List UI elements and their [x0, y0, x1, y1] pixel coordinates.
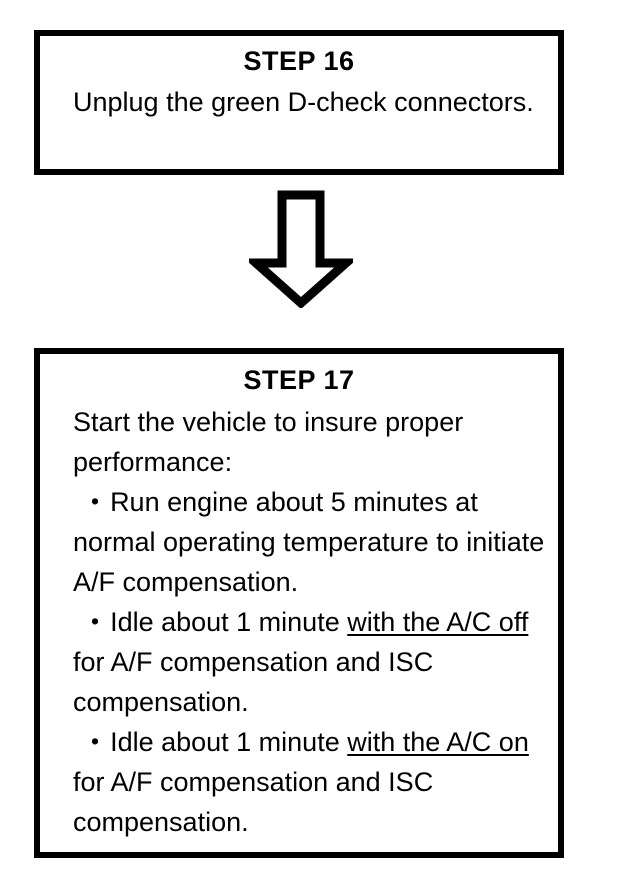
step-box-step-17: STEP 17 Start the vehicle to insure prop…	[34, 348, 564, 858]
bullet-3-text-after: for A/F compensation and ISC compensatio…	[73, 767, 434, 837]
step-17-intro-paragraph: Start the vehicle to insure proper perfo…	[73, 407, 464, 477]
bullet-2-text-after: for A/F compensation and ISC compensatio…	[73, 647, 434, 717]
step-title-step-17: STEP 17	[243, 365, 355, 395]
step-17-bullet-3: • Idle about 1 minute with the A/C on for…	[73, 722, 548, 842]
bullet-3-text-before: Idle about 1 minute	[110, 727, 348, 757]
bullet-2-text-before: Idle about 1 minute	[110, 607, 348, 637]
bullet-3-underlined-phrase: with the A/C on	[347, 727, 529, 757]
bullet-dot-icon: •	[91, 608, 100, 634]
bullet-2-underlined-phrase: with the A/C off	[347, 607, 529, 637]
bullet-dot-icon: •	[91, 728, 100, 754]
step-17-bullet-2: • Idle about 1 minute with the A/C off fo…	[73, 602, 548, 722]
step-16-paragraph: Unplug the green D-check connectors.	[73, 87, 534, 117]
arrow-down-icon	[249, 190, 353, 308]
step-17-bullet-1: •Run engine about 5 minutes at normal op…	[73, 482, 548, 602]
bullet-dot-icon: •	[91, 488, 100, 514]
bullet-1-text: Run engine about 5 minutes at normal ope…	[73, 487, 545, 597]
step-box-step-16: STEP 16 Unplug the green D-check connect…	[34, 30, 564, 175]
step-title-step-16: STEP 16	[243, 46, 355, 76]
step-body-step-17: Start the vehicle to insure proper perfo…	[40, 399, 558, 842]
step-body-step-16: Unplug the green D-check connectors.	[40, 80, 558, 122]
